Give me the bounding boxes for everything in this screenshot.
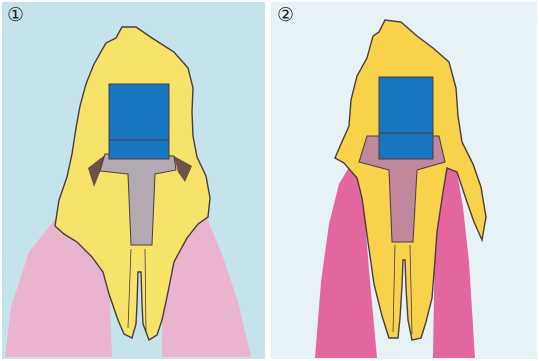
panel-number-1: ① (7, 6, 24, 25)
tooth-diagram-2 (271, 2, 537, 359)
tooth-diagram-1 (2, 2, 265, 359)
diagram-panel-2: ② (271, 2, 537, 359)
panel-number-2: ② (277, 6, 294, 25)
core-block (109, 84, 169, 159)
diagram-panel-1: ① (2, 2, 265, 359)
core-block (379, 77, 433, 159)
